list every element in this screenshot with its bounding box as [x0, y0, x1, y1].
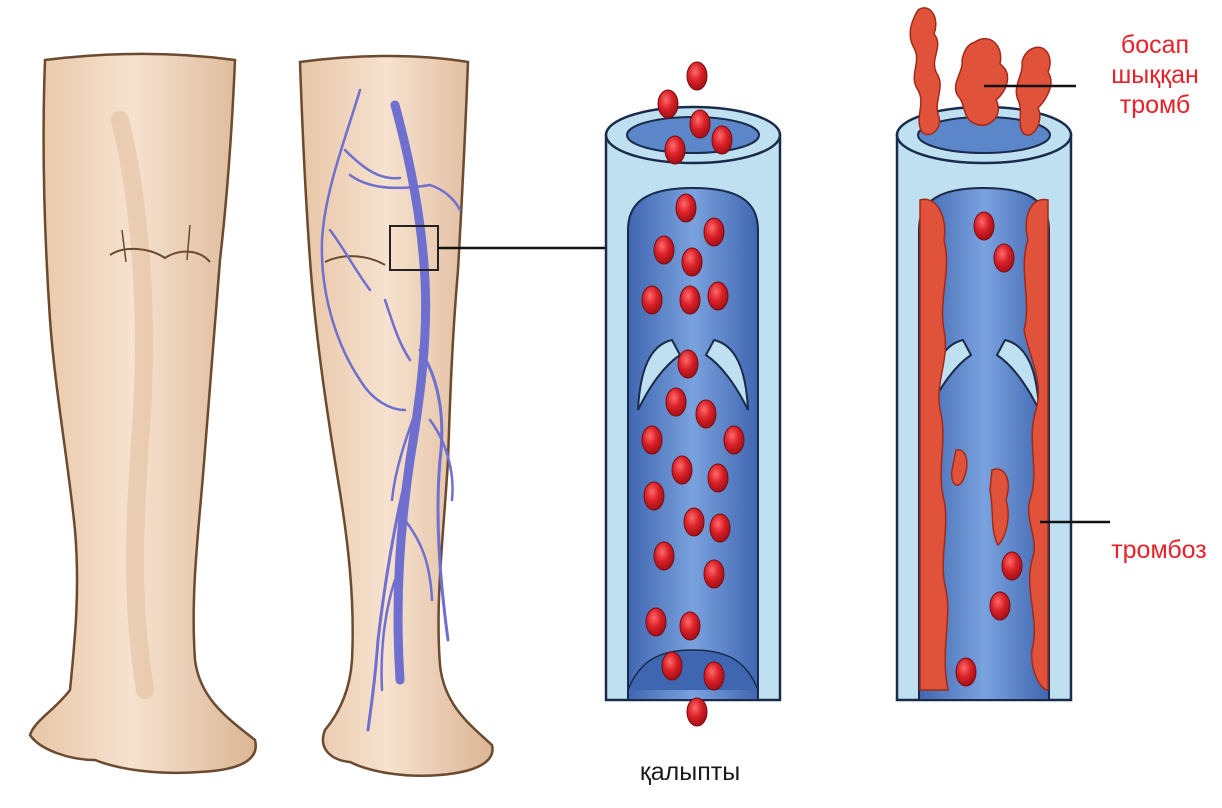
embolus-label-line1: босап [1090, 30, 1220, 60]
thrombosis-label: тромбоз [1096, 535, 1222, 565]
leg-with-veins [300, 56, 606, 776]
normal-vein-icon [606, 107, 780, 700]
embolus-label: босап шыққан тромб [1090, 30, 1220, 120]
embolus-label-line3: тромб [1090, 90, 1220, 120]
leg-plain [30, 54, 256, 773]
thrombosed-vein [897, 8, 1110, 700]
normal-label: қалыпты [600, 757, 780, 787]
embolus-label-line2: шыққан [1090, 60, 1220, 90]
embolus-clot [910, 8, 1051, 135]
normal-vein [606, 62, 780, 726]
